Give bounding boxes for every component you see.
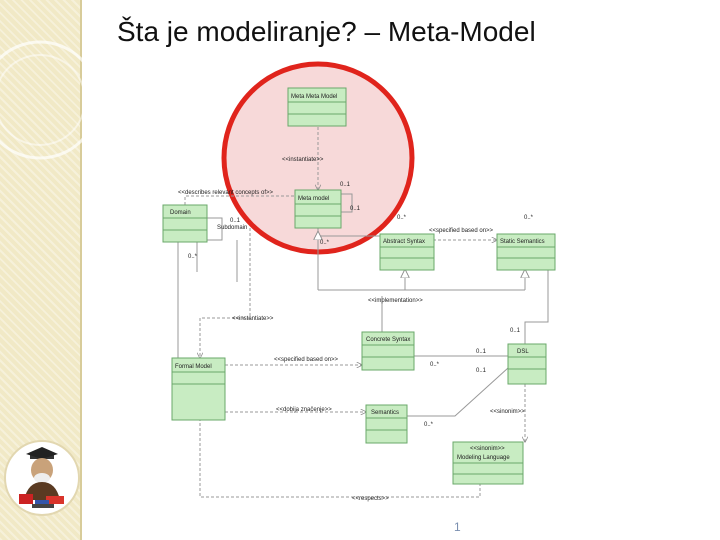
class-label-semantics: Semantics (371, 410, 399, 416)
class-abstract-syntax: Abstract Syntax (380, 234, 434, 270)
class-label-meta-model: Meta model (298, 196, 329, 202)
label-dobija-znacenje: <<dobija značenje>> (276, 407, 332, 413)
label-mult-semantics-star: 0..* (424, 422, 434, 428)
class-static-semantics: Static Semantics (497, 234, 555, 270)
class-modeling-language: <<sinonim>> Modeling Language (453, 442, 523, 484)
class-label-modeling-language: Modeling Language (457, 455, 510, 461)
class-dsl: DSL (508, 344, 546, 384)
class-formal-model: Formal Model (172, 358, 225, 420)
label-sinonim: <<sinonim>> (490, 409, 525, 415)
class-label-concrete-syntax: Concrete Syntax (366, 337, 410, 343)
class-semantics: Semantics (366, 405, 407, 443)
label-mult-dsl-low: 0..1 (476, 368, 487, 374)
label-describes: <<describes relevant concepts of>> (178, 190, 274, 196)
class-meta-meta-model: Meta Meta Model (288, 88, 346, 126)
label-specified-top: <<specified based on>> (429, 228, 494, 234)
class-stereotype-sinonim: <<sinonim>> (470, 446, 505, 452)
class-domain: Domain (163, 205, 207, 242)
class-label-domain: Domain (170, 210, 191, 216)
class-meta-model: Meta model (295, 190, 341, 228)
line-instantiate-bottom (200, 228, 250, 358)
class-label-static-semantics: Static Semantics (500, 239, 545, 245)
label-respects: <<respects>> (352, 496, 389, 502)
line-dsl-static (525, 276, 548, 344)
page-number: 1 (454, 520, 461, 534)
label-mult-static-star: 0..* (524, 215, 534, 221)
label-implementation: <<implementation>> (368, 298, 423, 304)
label-mult-concrete-star: 0..* (430, 362, 440, 368)
label-instantiate-top: <<instantiate>> (282, 157, 324, 163)
label-mult-top: 0..1 (340, 182, 351, 188)
label-specified-bottom: <<specified based on>> (274, 357, 339, 363)
label-mult-dsl-top: 0..1 (510, 328, 521, 334)
label-mult-domain: 0..1 (230, 218, 241, 224)
class-concrete-syntax: Concrete Syntax (362, 332, 414, 370)
label-instantiate-bottom: <<instantiate>> (232, 316, 274, 322)
line-respects (200, 378, 480, 497)
label-mult-dsl-mid: 0..1 (476, 349, 487, 355)
class-label-formal-model: Formal Model (175, 364, 212, 370)
class-label-dsl: DSL (517, 349, 529, 355)
label-subdomain: Subdomain (217, 225, 247, 231)
label-mult-metamodel-star: 0..* (320, 240, 330, 246)
class-label-abstract-syntax: Abstract Syntax (383, 239, 425, 245)
label-mult-right: 0..1 (350, 206, 361, 212)
label-mult-abs-star: 0..* (397, 215, 407, 221)
label-mult-domain-star: 0..* (188, 254, 198, 260)
class-label-meta-meta-model: Meta Meta Model (291, 94, 337, 100)
